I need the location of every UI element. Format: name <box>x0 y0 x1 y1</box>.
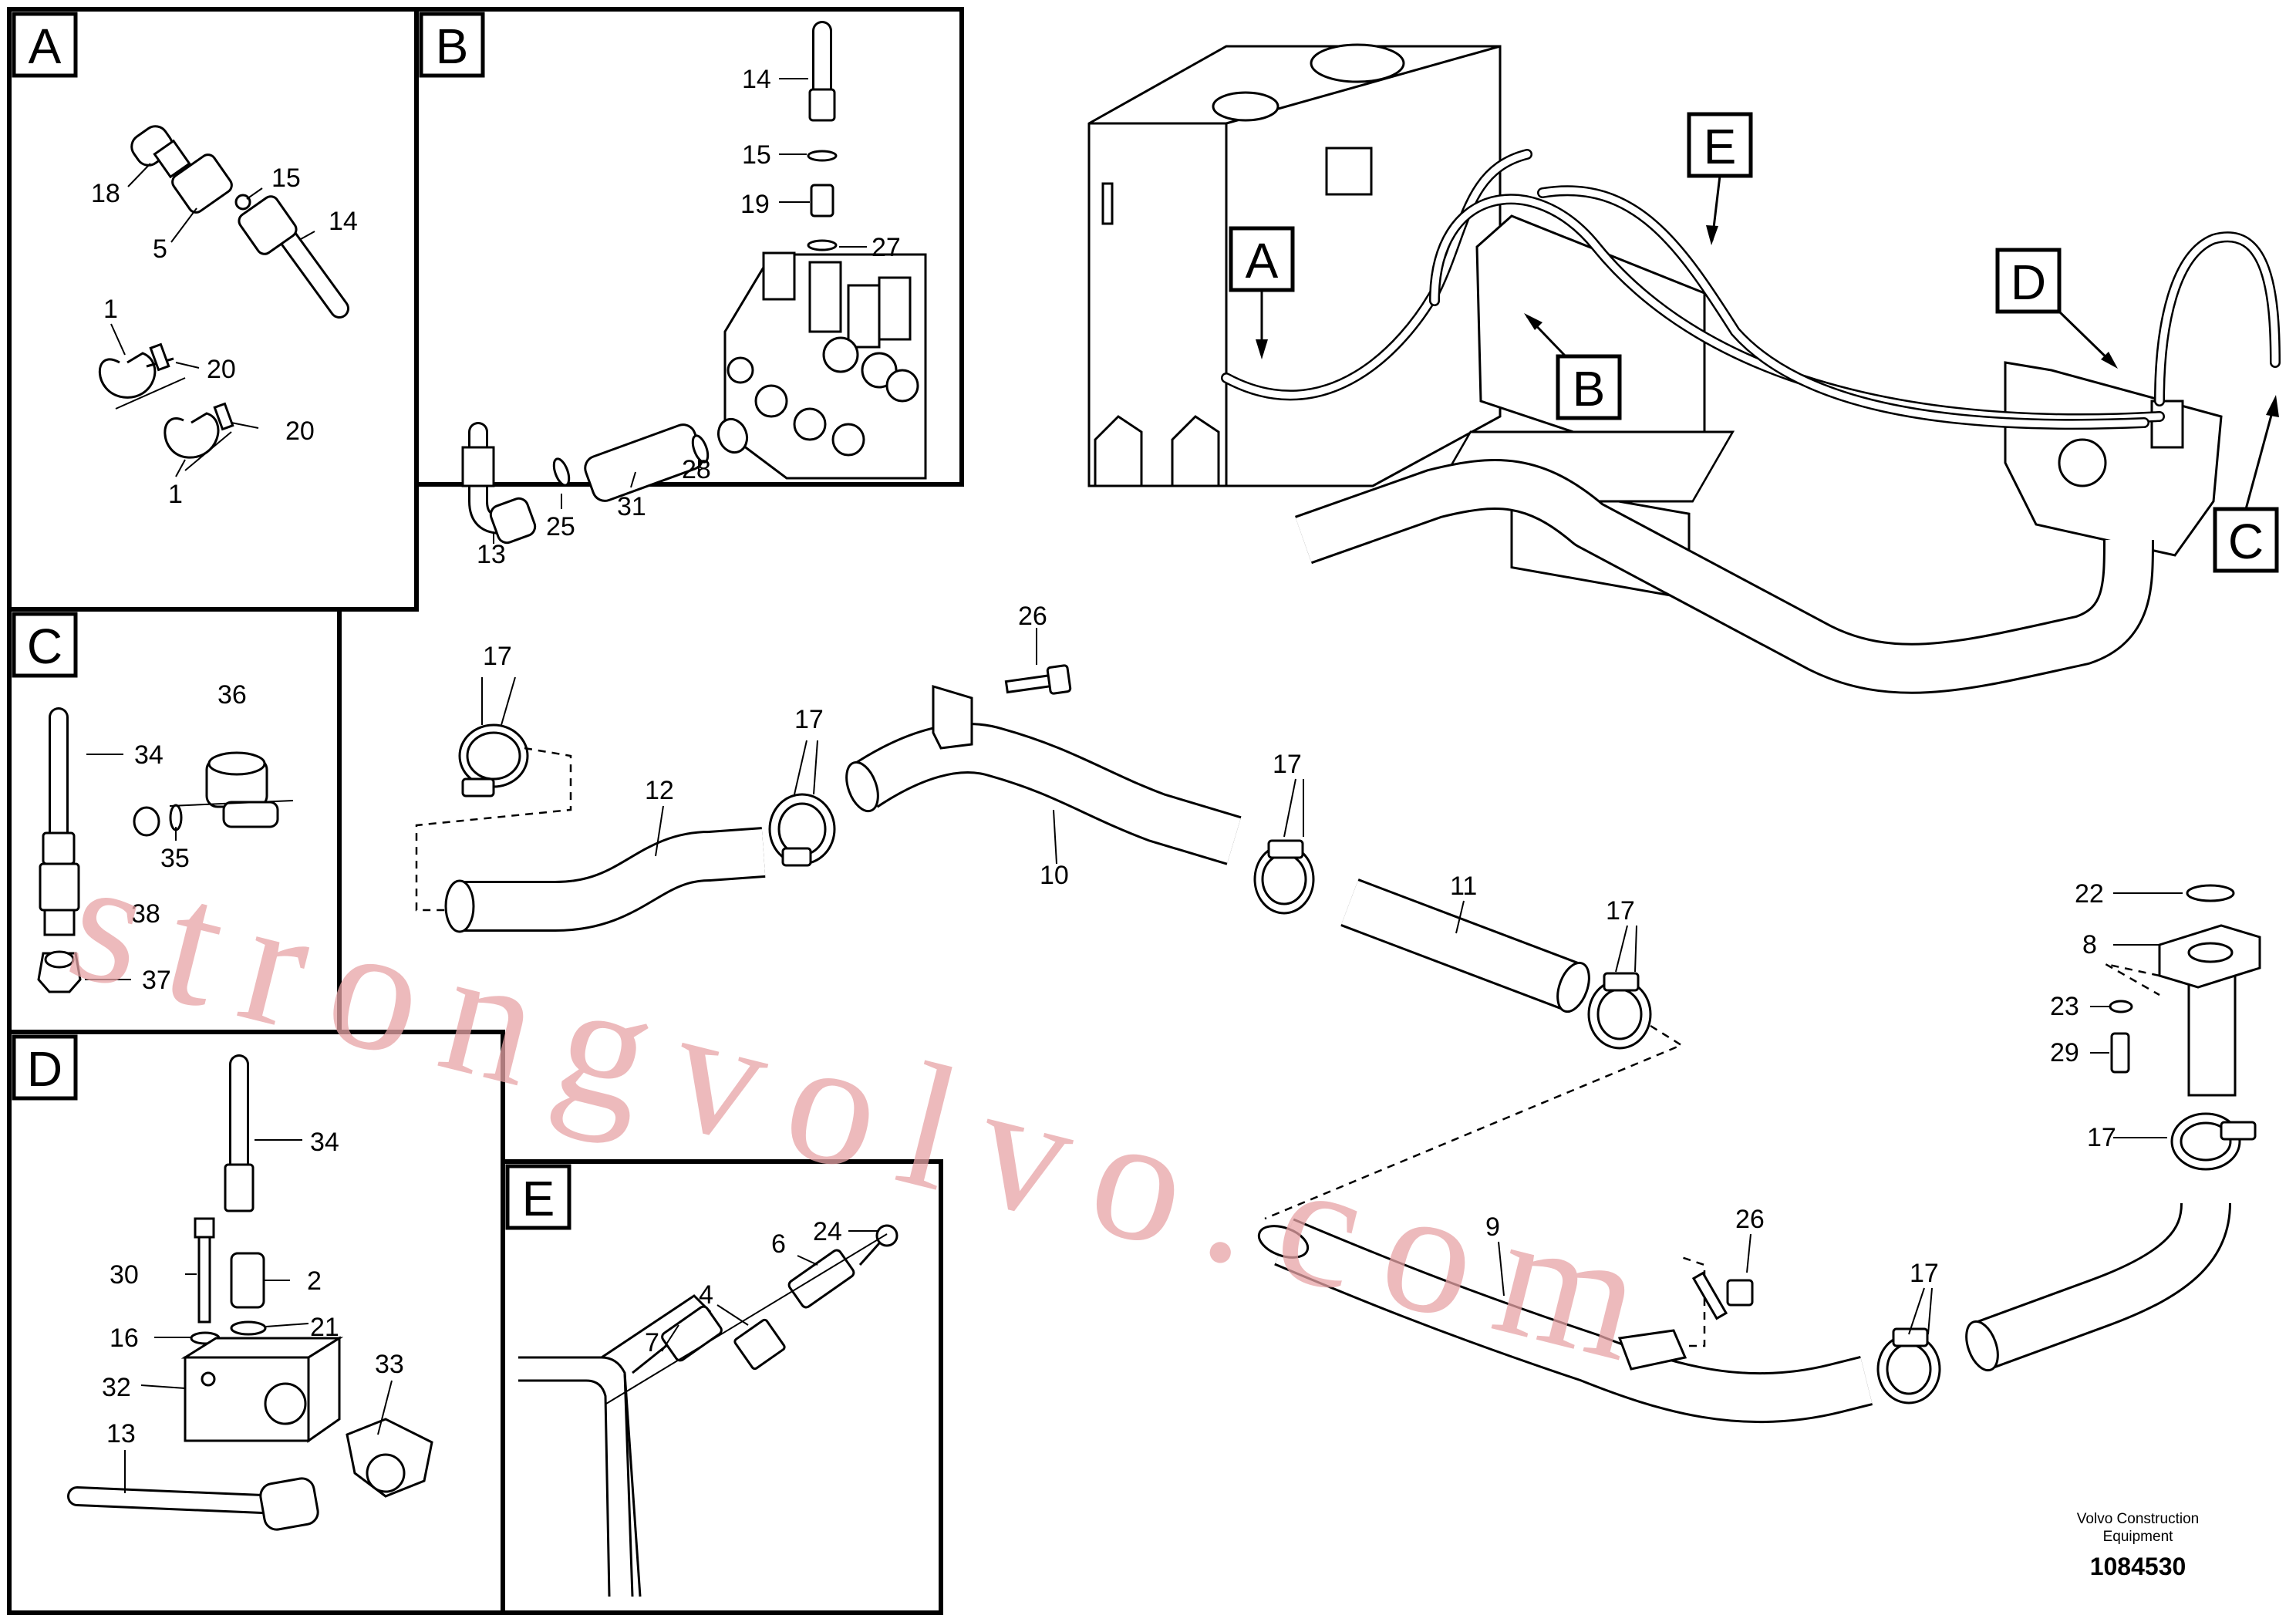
footer-drawing-number: 1084530 <box>2090 1553 2186 1580</box>
panel-b-drawing: 14 15 19 27 28 31 25 13 <box>461 21 927 569</box>
overview-callout-a: A <box>1246 233 1279 288</box>
label-d-2: 2 <box>307 1266 322 1296</box>
panel-e-letter: E <box>522 1171 555 1226</box>
label-e-4: 4 <box>699 1280 713 1310</box>
label-a-5: 5 <box>153 234 167 264</box>
footer: Volvo Construction Equipment 1084530 <box>2077 1511 2199 1580</box>
label-main-17-d: 17 <box>1606 896 1635 926</box>
footer-brand-line1: Volvo Construction <box>2077 1511 2199 1527</box>
panel-c-letter: C <box>27 619 62 674</box>
label-main-17-a: 17 <box>483 642 512 671</box>
label-d-32: 32 <box>102 1373 131 1402</box>
label-b-13: 13 <box>477 540 506 569</box>
label-main-17-c: 17 <box>1273 750 1302 779</box>
label-d-13: 13 <box>106 1419 136 1448</box>
panel-d-drawing: 34 30 2 16 21 32 33 13 <box>67 1054 433 1531</box>
label-main-22: 22 <box>2075 879 2104 909</box>
panel-a-letter: A <box>29 19 62 74</box>
overview-callout-c: C <box>2228 514 2264 569</box>
panel-a-frame <box>7 7 419 612</box>
label-a-18: 18 <box>91 179 120 208</box>
label-e-7: 7 <box>645 1328 659 1357</box>
panel-e-drawing: 24 6 4 7 <box>518 1217 899 1597</box>
label-d-34: 34 <box>310 1128 339 1157</box>
label-c-37: 37 <box>142 966 171 995</box>
label-c-34: 34 <box>134 740 164 770</box>
label-a-20-bottom: 20 <box>285 416 315 446</box>
panel-letter-boxes: A B C D E <box>12 12 571 1230</box>
footer-brand-line2: Equipment <box>2103 1529 2174 1545</box>
watermark-text: strongvolvo.com <box>52 818 1688 1405</box>
overview-callout-b: B <box>1573 361 1606 416</box>
label-a-20-top: 20 <box>207 355 236 384</box>
label-c-38: 38 <box>131 899 160 929</box>
panel-e-frame <box>501 1159 943 1615</box>
label-b-27: 27 <box>872 233 901 262</box>
label-b-19: 19 <box>740 190 770 219</box>
label-c-35: 35 <box>160 844 190 873</box>
label-main-10: 10 <box>1040 861 1069 890</box>
label-a-1-top: 1 <box>103 295 118 324</box>
label-main-17-e: 17 <box>2087 1123 2116 1152</box>
label-d-21: 21 <box>310 1313 339 1342</box>
label-b-15: 15 <box>742 140 771 170</box>
label-main-17-b: 17 <box>794 705 824 734</box>
overview-callout-d: D <box>2011 255 2046 310</box>
label-a-14: 14 <box>329 207 358 236</box>
panel-frames <box>7 7 964 1615</box>
panel-b-letter: B <box>436 19 469 74</box>
label-main-26-top: 26 <box>1018 602 1047 631</box>
label-main-11: 11 <box>1450 872 1477 901</box>
label-d-16: 16 <box>110 1324 139 1353</box>
label-d-30: 30 <box>110 1260 139 1290</box>
exploded-suction-line: 17 12 17 26 10 17 11 17 22 8 23 29 17 9 … <box>415 602 2261 1424</box>
label-e-6: 6 <box>771 1229 786 1259</box>
label-c-36: 36 <box>217 680 247 710</box>
label-main-8: 8 <box>2082 930 2097 959</box>
overview-drawing: A E D B C <box>1087 43 2281 694</box>
label-b-14: 14 <box>742 65 771 94</box>
label-main-17-f: 17 <box>1910 1259 1939 1288</box>
label-b-25: 25 <box>546 512 575 541</box>
panel-b-frame <box>414 7 964 487</box>
label-main-23: 23 <box>2050 992 2079 1021</box>
label-b-28: 28 <box>682 455 711 484</box>
label-main-12: 12 <box>645 776 674 805</box>
label-main-9: 9 <box>1485 1212 1500 1242</box>
label-main-26-bottom: 26 <box>1735 1205 1765 1234</box>
label-a-1-bottom: 1 <box>168 480 183 509</box>
label-main-29: 29 <box>2050 1038 2079 1067</box>
label-d-33: 33 <box>375 1350 404 1379</box>
panel-c-drawing: 36 34 35 38 37 <box>37 680 294 995</box>
label-b-31: 31 <box>617 492 646 521</box>
label-e-24: 24 <box>813 1217 842 1246</box>
panel-a-drawing: 18 5 15 14 1 20 20 1 <box>91 125 358 509</box>
panel-d-letter: D <box>27 1041 62 1097</box>
overview-callout-e: E <box>1704 119 1737 174</box>
label-a-15: 15 <box>271 164 301 193</box>
